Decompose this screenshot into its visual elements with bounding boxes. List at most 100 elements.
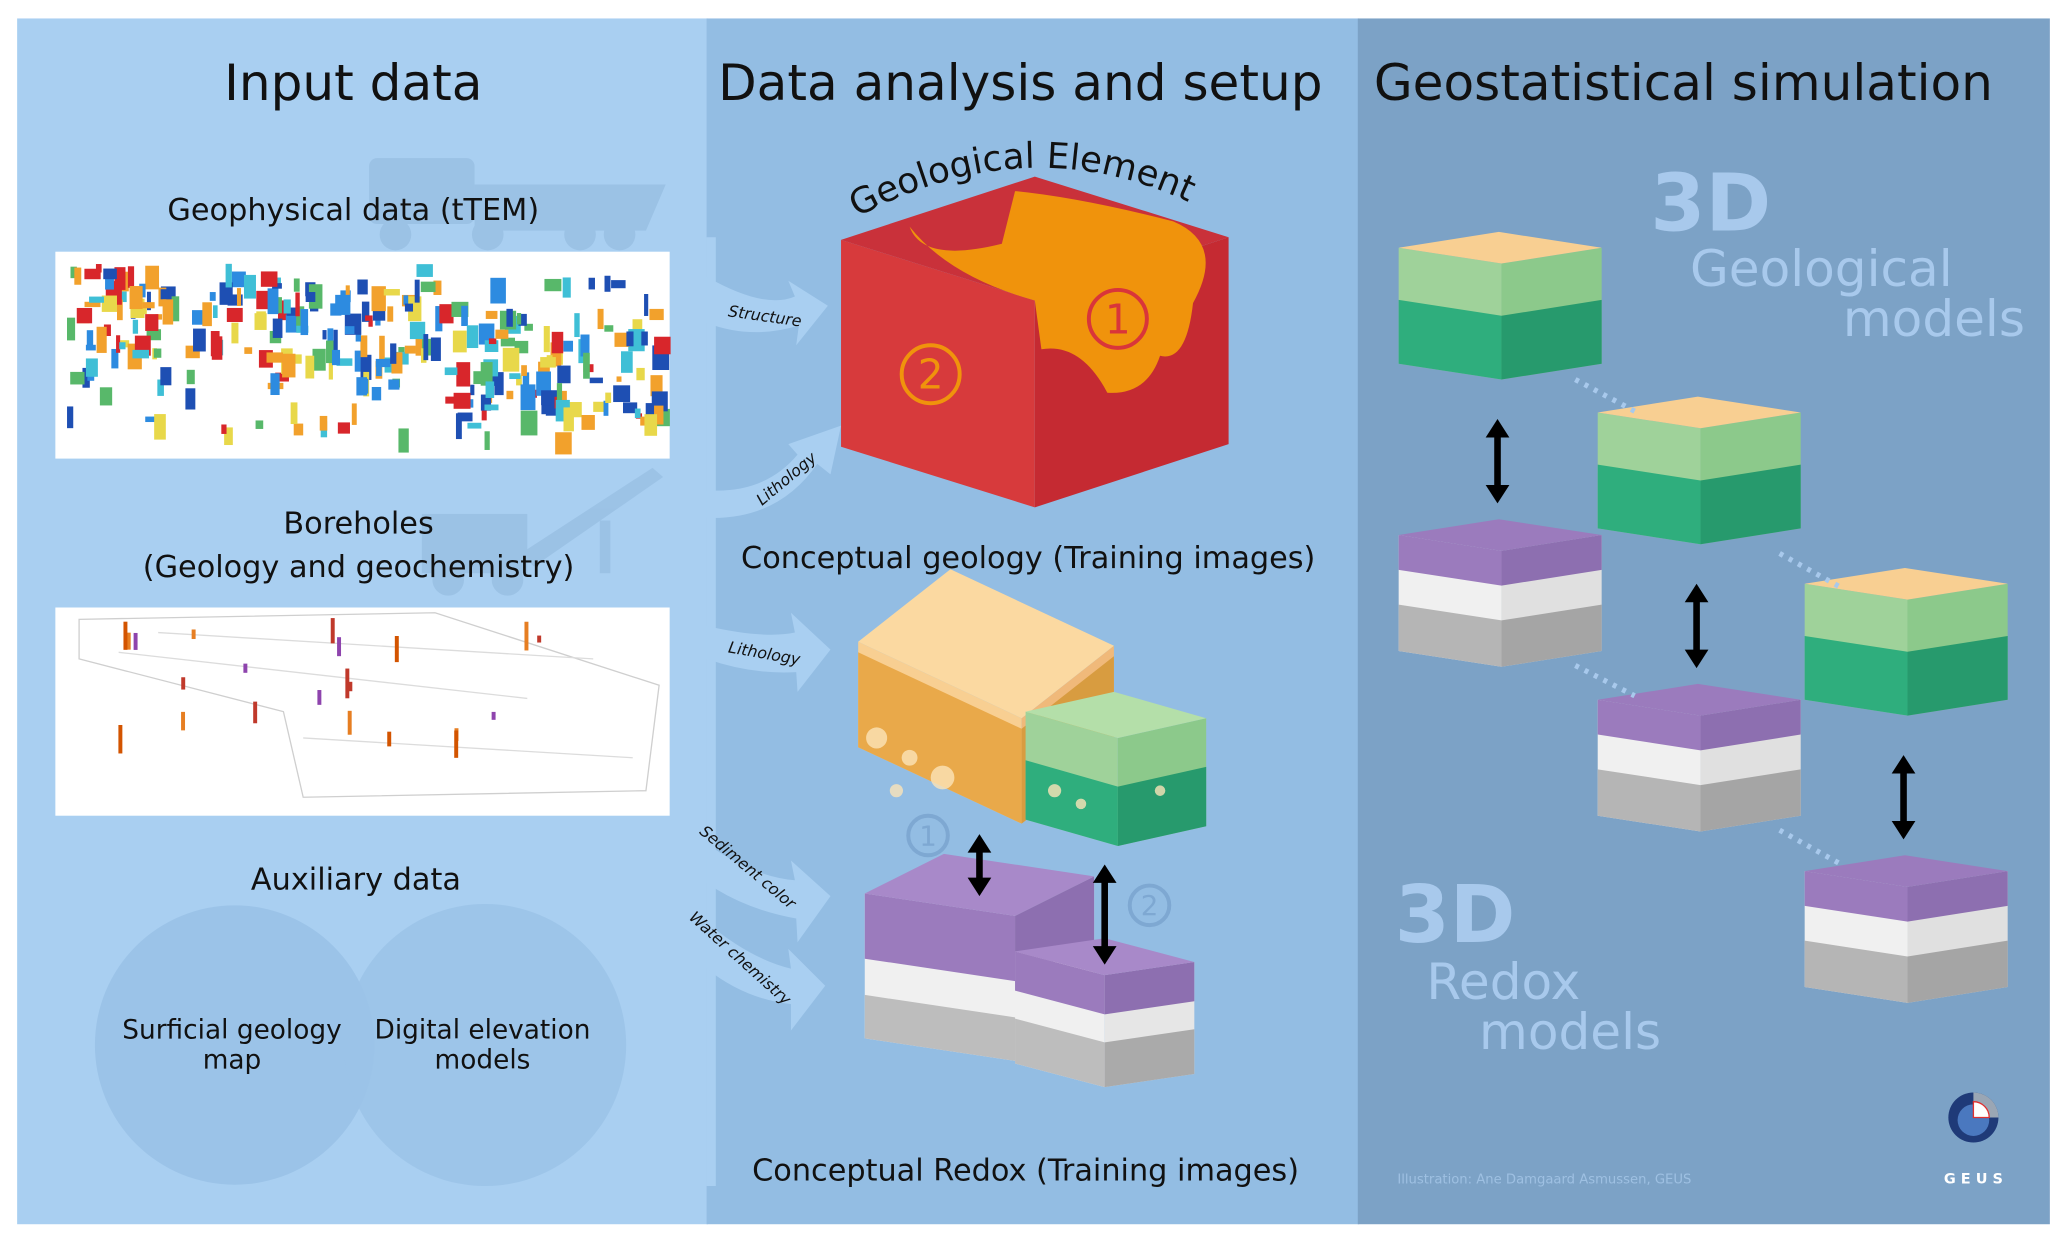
ttem-cell <box>231 271 246 288</box>
ttem-cell <box>209 292 216 301</box>
ttem-cell <box>171 296 180 322</box>
ttem-cell <box>520 410 538 436</box>
geophysical-label: Geophysical data (tTEM) <box>167 193 539 228</box>
auxiliary-label: Auxiliary data <box>251 863 461 898</box>
ttem-cell <box>344 326 355 335</box>
ttem-cell <box>193 328 206 352</box>
redox-cube-2-band <box>1015 951 1105 1015</box>
ttem-cell <box>416 264 433 277</box>
ttem-cell <box>379 335 385 361</box>
double-arrow-1-head-down <box>967 877 992 897</box>
ttem-cell <box>613 385 631 403</box>
ttem-cell <box>414 279 420 303</box>
geo-models-line1: Geological <box>1690 240 1953 298</box>
aux-right-label: Digital elevation <box>375 1015 591 1045</box>
ttem-cell <box>461 305 468 327</box>
ttem-cell <box>186 369 195 385</box>
dotted-connector <box>1574 663 1636 699</box>
ttem-cell <box>231 322 239 344</box>
ttem-cell <box>472 328 478 341</box>
ttem-cell <box>404 345 416 354</box>
ttem-cell <box>224 427 233 446</box>
ttem-cell <box>390 343 397 364</box>
ttem-cell <box>326 340 336 364</box>
ttem-cell <box>546 355 553 365</box>
ttem-cell <box>86 330 94 350</box>
borehole-stick <box>524 621 529 651</box>
ttem-cell <box>145 265 160 290</box>
ttem-cell <box>283 299 291 314</box>
ttem-cell <box>244 347 253 354</box>
geological-model-cube-2-top-face <box>1597 396 1801 429</box>
ttem-cell <box>153 348 162 358</box>
ttem-cell <box>236 288 242 306</box>
ttem-cell <box>127 266 135 288</box>
ttem-cell <box>70 371 85 385</box>
input-title: Input data <box>224 54 482 112</box>
ttem-cell <box>162 299 174 325</box>
ttem-cell <box>354 350 361 372</box>
ttem-cell <box>357 279 368 295</box>
ttem-cell <box>332 349 341 366</box>
flow-arrows <box>706 237 842 1187</box>
redox-model-cube-3-top-face <box>1804 855 2008 887</box>
borehole-image <box>55 607 670 816</box>
ttem-cell <box>146 291 151 311</box>
conceptual-redox-label: Conceptual Redox (Training images) <box>752 1154 1299 1189</box>
redox-model-cube-3-band <box>1804 871 1908 922</box>
ttem-cell <box>644 414 658 436</box>
ttem-cell <box>500 337 516 347</box>
ttem-cell <box>277 300 288 321</box>
ttem-cell <box>67 317 76 341</box>
ttem-cell <box>516 312 522 325</box>
boreholes-label: Boreholes <box>283 507 433 542</box>
sediment-bubble <box>930 765 955 790</box>
ttem-cell <box>490 277 506 304</box>
ttem-cell <box>518 313 527 326</box>
ttem-cell <box>337 422 350 434</box>
ttem-cell <box>145 314 159 331</box>
ttem-cell <box>485 310 498 319</box>
element-2-marker-number: 2 <box>918 351 944 399</box>
ttem-cell <box>387 306 394 322</box>
sediment-bubble <box>1154 785 1166 796</box>
ttem-cell <box>626 331 634 347</box>
ttem-cell <box>453 392 471 409</box>
ttem-cell <box>435 306 443 332</box>
ttem-cell <box>328 357 333 380</box>
double-arrow-2-head-down <box>1092 946 1117 965</box>
ttem-cell <box>96 326 107 353</box>
ttem-cell <box>84 268 101 280</box>
ttem-cell <box>99 387 113 406</box>
element-2-marker <box>899 343 962 406</box>
borehole-stick <box>345 668 350 699</box>
redox-cube-2-band <box>1104 1029 1195 1088</box>
ttem-cell <box>219 282 233 305</box>
ttem-cell <box>649 308 664 321</box>
ttem-cell <box>87 373 95 381</box>
ttem-cell <box>484 431 490 450</box>
ttem-cell <box>439 304 454 324</box>
ttem-cell <box>225 263 232 288</box>
ttem-cell <box>654 336 671 355</box>
ttem-cell <box>551 331 564 354</box>
ttem-cell <box>300 309 309 336</box>
arrow-water-chemistry <box>706 922 826 1031</box>
ttem-cell <box>119 342 126 350</box>
redox-model-cube-2-band <box>1700 699 1801 751</box>
redox-model-cube-2-top-face <box>1597 683 1801 716</box>
sand-lithology-cube-top-face <box>858 569 1114 719</box>
ttem-cell <box>275 277 281 286</box>
sediment-bubble <box>1048 784 1062 798</box>
ttem-cell <box>452 330 467 353</box>
simulation-double-arrow-1-head-down <box>1485 484 1510 504</box>
redox-marker-1-number: 1 <box>919 819 937 852</box>
ttem-cell <box>103 324 111 337</box>
redox-model-cube-2 <box>1597 683 1801 832</box>
ttem-cell <box>111 348 119 369</box>
sediment-bubble <box>1075 798 1087 810</box>
ttem-cell <box>70 266 77 279</box>
ttem-cell <box>132 319 139 334</box>
ttem-cell <box>368 320 373 327</box>
